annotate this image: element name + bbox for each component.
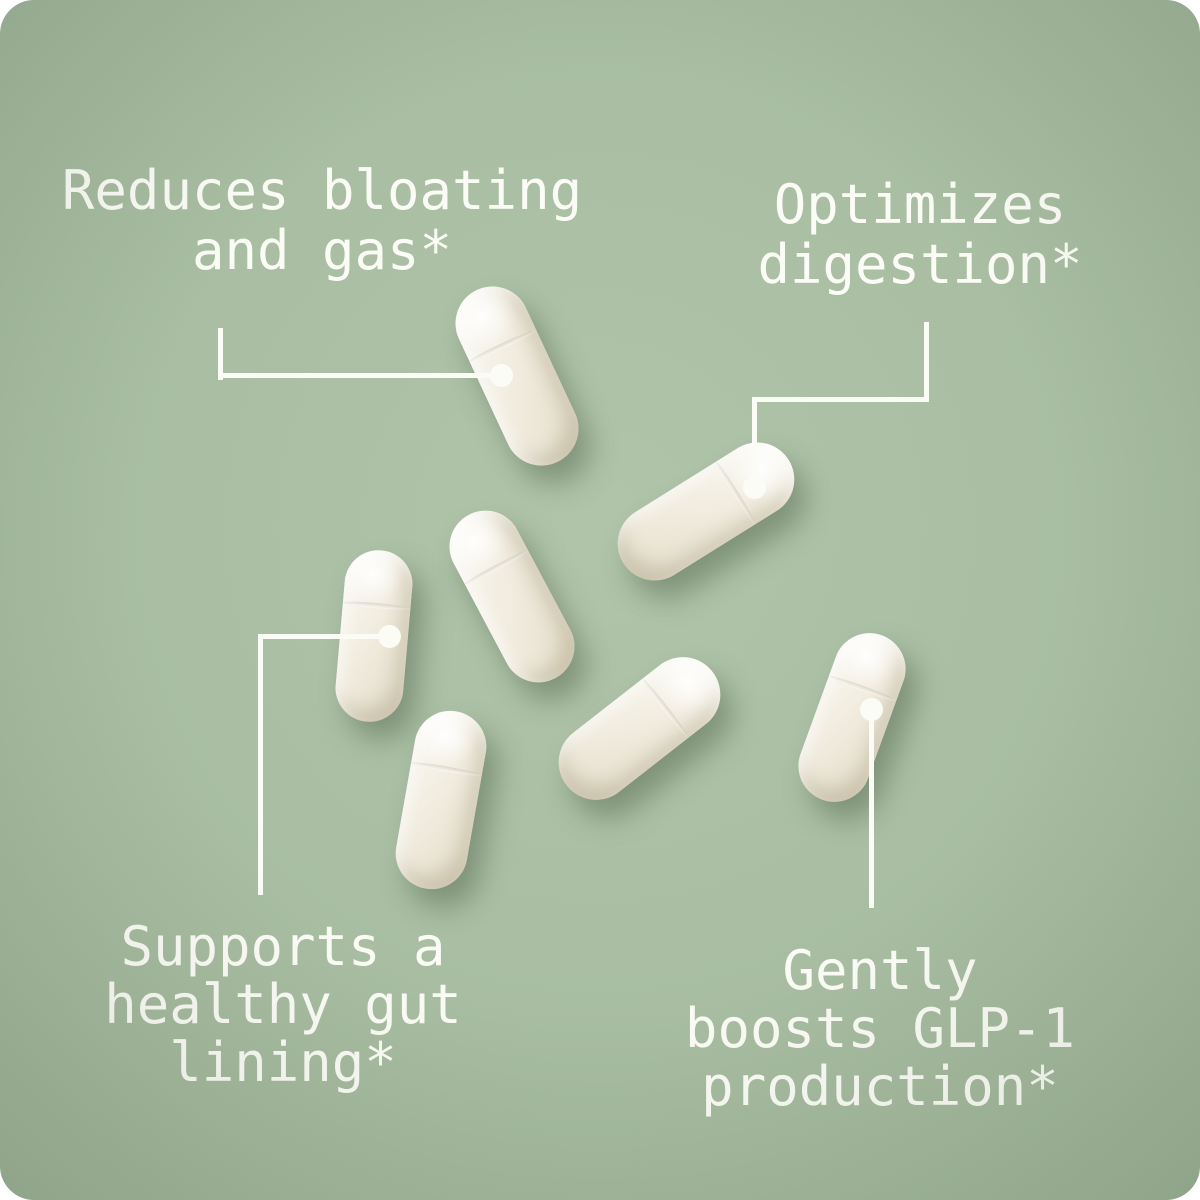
capsule-body [603, 428, 809, 595]
annotation-text: lining* [169, 1031, 397, 1094]
annotation-text: healthy gut [104, 973, 462, 1036]
annotation-text: Supports a [120, 915, 446, 978]
callout-dot [743, 476, 766, 499]
capsule [543, 636, 736, 821]
capsule [603, 414, 809, 609]
callout-line-segment [258, 634, 263, 895]
callout-line-segment [258, 634, 393, 639]
capsule [436, 497, 588, 696]
callout-line-segment [218, 373, 504, 378]
annotation-text: digestion* [757, 233, 1083, 296]
callout-line-segment [218, 328, 223, 380]
annotation-text: Gently [782, 939, 978, 1002]
annotation-text: boosts GLP-1 [684, 997, 1076, 1060]
callout-dot [490, 364, 513, 387]
annotation-text: Optimizes [773, 173, 1067, 236]
annotation-text: and gas* [191, 219, 453, 282]
annotation-boosts-glp1-production: Gently boosts GLP-1 production* [685, 942, 1075, 1116]
capsule-body [436, 497, 588, 696]
annotation-reduces-bloating-gas: Reduces bloating and gas* [62, 161, 582, 281]
capsule [389, 705, 493, 895]
annotation-text: Reduces bloating [61, 159, 583, 222]
callout-line-segment [752, 397, 757, 490]
callout-line-segment [752, 397, 929, 402]
capsule-body [788, 622, 916, 813]
annotation-text: production* [701, 1055, 1059, 1118]
capsule-body [543, 642, 736, 815]
annotation-supports-gut-lining: Supports a healthy gut lining* [104, 918, 462, 1092]
callout-dot [378, 625, 401, 648]
callout-dot [860, 698, 883, 721]
capsule-body [389, 705, 493, 895]
annotation-optimizes-digestion: Optimizes digestion* [757, 175, 1082, 295]
callout-line-segment [869, 710, 874, 908]
callout-line-segment [924, 322, 929, 402]
